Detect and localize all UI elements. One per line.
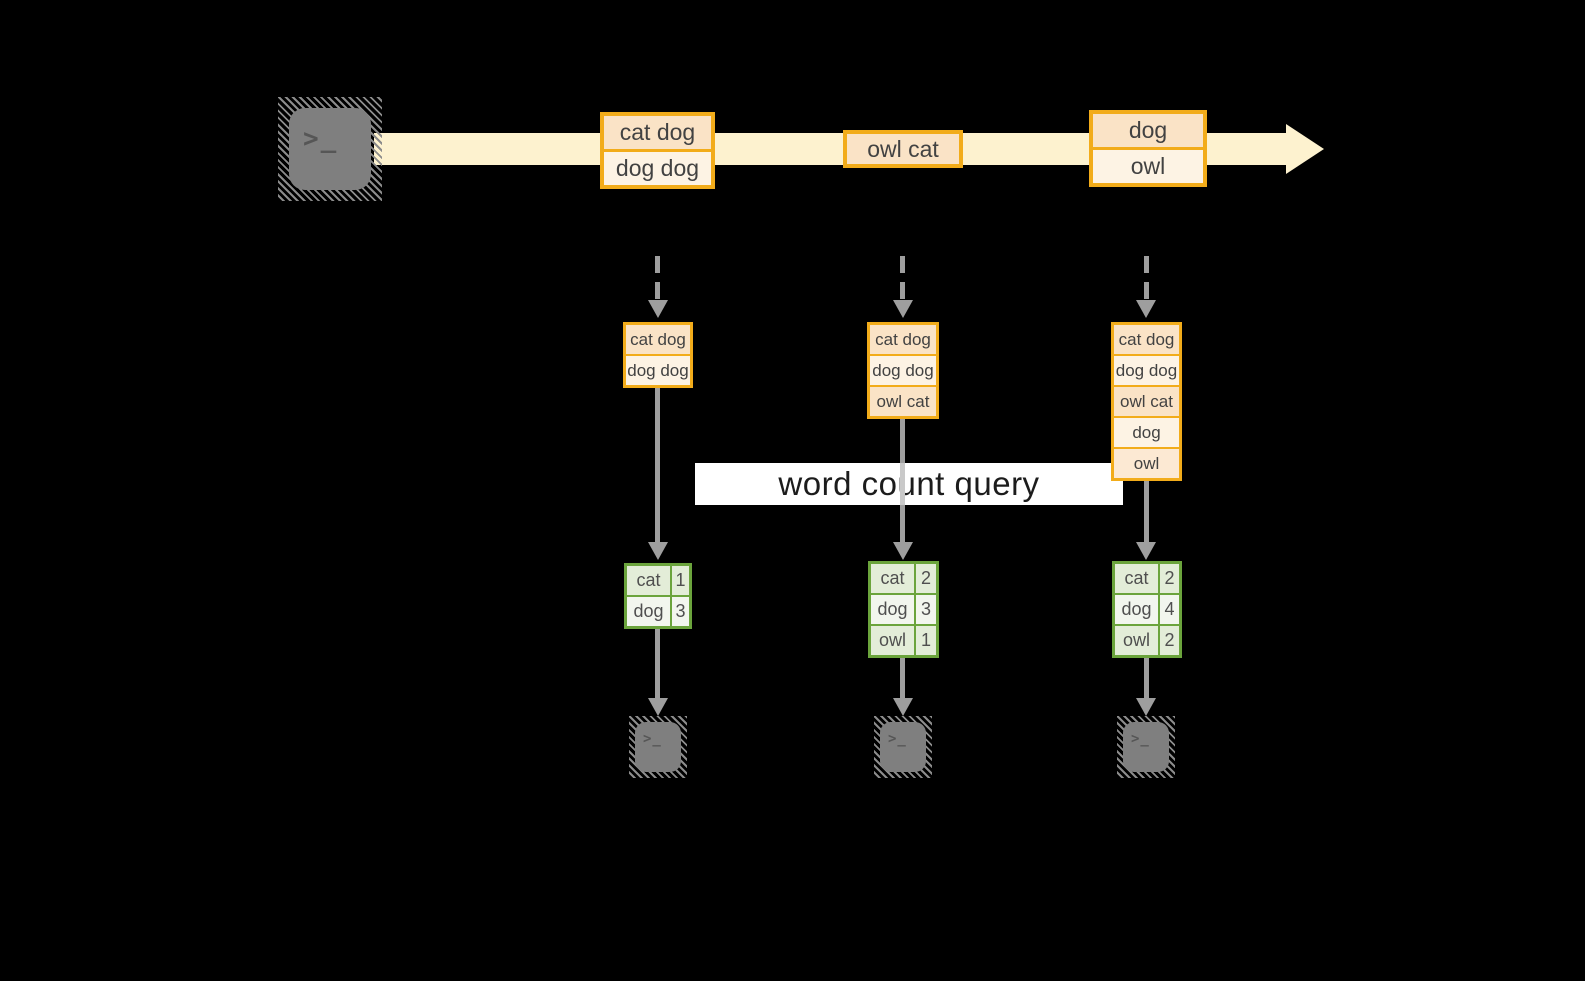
dashed-arrow-head-1	[648, 300, 668, 318]
count-word-cell: cat	[627, 566, 672, 595]
arrow-line-sink-2	[900, 658, 905, 698]
arrow-line-state-2b	[900, 463, 905, 505]
terminal-prompt-glyph: >_	[643, 731, 662, 747]
arrow-head-state-3	[1136, 542, 1156, 560]
count-word-cell: dog	[1115, 595, 1160, 624]
query-banner: word count query	[695, 463, 1123, 505]
count-word-cell: dog	[871, 595, 916, 624]
terminal-sink-icon-body: >_	[880, 722, 926, 772]
terminal-prompt-glyph: >_	[888, 731, 907, 747]
terminal-sink-icon-2: >_	[874, 716, 932, 778]
count-row: dog 3	[871, 593, 936, 624]
count-table-2: cat 2 dog 3 owl 1	[868, 561, 939, 658]
arrow-line-sink-3	[1144, 658, 1149, 698]
arrow-head-state-2	[893, 542, 913, 560]
count-row: cat 2	[871, 564, 936, 593]
arrow-line-state-2c	[900, 505, 905, 542]
arrow-head-state-1	[648, 542, 668, 560]
count-row: owl 1	[871, 624, 936, 655]
dashed-arrow-head-3	[1136, 300, 1156, 318]
count-table-1: cat 1 dog 3	[624, 563, 692, 629]
state-record: owl cat	[870, 385, 936, 416]
terminal-source-icon-body: >_	[289, 108, 371, 190]
terminal-sink-icon-1: >_	[629, 716, 687, 778]
dashed-arrow-line-1	[655, 256, 660, 300]
terminal-prompt-glyph: >_	[303, 124, 339, 154]
count-table-3: cat 2 dog 4 owl 2	[1112, 561, 1182, 658]
dashed-arrow-line-2	[900, 256, 905, 300]
terminal-sink-icon-3: >_	[1117, 716, 1175, 778]
arrow-line-state-3	[1144, 481, 1149, 542]
count-word-cell: dog	[627, 597, 672, 626]
arrow-head-sink-3	[1136, 698, 1156, 716]
state-box-3: cat dog dog dog owl cat dog owl	[1111, 322, 1182, 481]
state-record: dog dog	[870, 354, 936, 385]
state-record: owl	[1114, 447, 1179, 478]
arrow-line-state-1	[655, 388, 660, 542]
count-value-cell: 1	[916, 626, 936, 655]
count-word-cell: owl	[1115, 626, 1160, 655]
state-record: dog dog	[626, 354, 690, 385]
state-record: owl cat	[1114, 385, 1179, 416]
count-value-cell: 2	[1160, 564, 1179, 593]
stream-event-batch-2: owl cat	[843, 130, 963, 168]
state-record: cat dog	[626, 325, 690, 354]
count-value-cell: 4	[1160, 595, 1179, 624]
count-row: cat 2	[1115, 564, 1179, 593]
count-value-cell: 3	[916, 595, 936, 624]
count-word-cell: cat	[1115, 564, 1160, 593]
terminal-sink-icon-body: >_	[635, 722, 681, 772]
event-record: dog dog	[604, 149, 711, 185]
count-value-cell: 2	[1160, 626, 1179, 655]
dashed-arrow-head-2	[893, 300, 913, 318]
arrow-line-state-2a	[900, 419, 905, 463]
count-value-cell: 3	[672, 597, 689, 626]
event-record: dog	[1093, 114, 1203, 147]
count-word-cell: owl	[871, 626, 916, 655]
query-banner-label: word count query	[778, 465, 1040, 502]
stream-event-batch-1: cat dog dog dog	[600, 112, 715, 189]
count-row: owl 2	[1115, 624, 1179, 655]
arrow-head-sink-1	[648, 698, 668, 716]
count-value-cell: 1	[672, 566, 689, 595]
state-record: dog	[1114, 416, 1179, 447]
terminal-prompt-glyph: >_	[1131, 731, 1150, 747]
state-box-2: cat dog dog dog owl cat	[867, 322, 939, 419]
terminal-sink-icon-body: >_	[1123, 722, 1169, 772]
state-record: cat dog	[1114, 325, 1179, 354]
count-value-cell: 2	[916, 564, 936, 593]
count-row: cat 1	[627, 566, 689, 595]
count-row: dog 4	[1115, 593, 1179, 624]
event-record: cat dog	[604, 116, 711, 149]
state-record: cat dog	[870, 325, 936, 354]
count-word-cell: cat	[871, 564, 916, 593]
dashed-arrow-line-3	[1144, 256, 1149, 300]
arrow-head-sink-2	[893, 698, 913, 716]
terminal-source-icon: >_	[278, 97, 382, 201]
state-record: dog dog	[1114, 354, 1179, 385]
stream-arrowhead	[1286, 124, 1324, 174]
arrow-line-sink-1	[655, 629, 660, 698]
event-record: owl cat	[847, 134, 959, 164]
event-record: owl	[1093, 147, 1203, 183]
stream-event-batch-3: dog owl	[1089, 110, 1207, 187]
count-row: dog 3	[627, 595, 689, 626]
state-box-1: cat dog dog dog	[623, 322, 693, 388]
